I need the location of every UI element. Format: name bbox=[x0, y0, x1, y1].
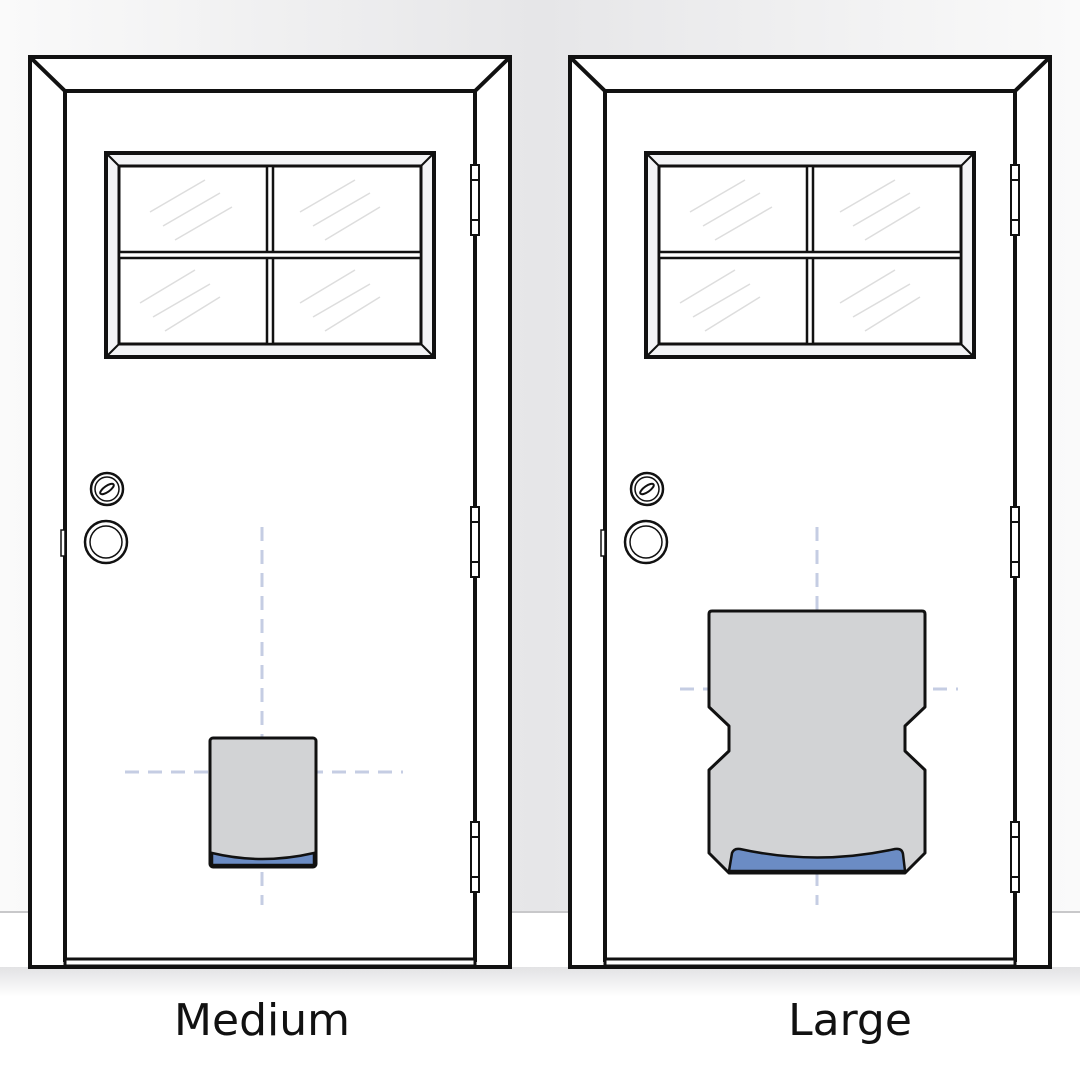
medium-pet-flap bbox=[208, 736, 318, 869]
flap-magnet-strip bbox=[727, 847, 907, 873]
floor-shadow bbox=[0, 967, 1080, 997]
door-label-medium: Medium bbox=[174, 995, 350, 1046]
flap-magnet-strip bbox=[210, 851, 316, 867]
door-label-large: Large bbox=[788, 995, 912, 1046]
large-pet-flap bbox=[707, 609, 927, 875]
